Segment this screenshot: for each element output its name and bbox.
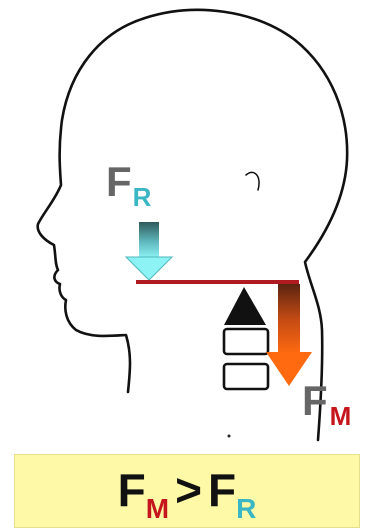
muscle-force-label: FM [302,377,351,431]
formula-left-main: F [118,464,146,516]
resistance-force-arrow [126,222,172,280]
muscle-force-arrow [266,284,312,386]
lever-beam [136,282,299,290]
vertebra-1 [224,329,268,354]
fulcrum-triangle-icon [224,287,266,325]
vertebra-2 [224,364,268,389]
muscle-force-subscript: M [330,401,352,431]
formula-right-main: F [208,464,236,516]
formula-text: FM>FR [118,467,257,513]
resistance-force-label: FR [106,158,152,212]
formula-operator: > [175,464,202,516]
formula-left-subscript: M [146,493,169,524]
resistance-force-subscript: R [133,182,152,212]
formula-right-subscript: R [236,493,256,524]
dot-mark [228,435,231,438]
formula-box: FM>FR [14,454,360,528]
head-outline [38,10,347,440]
ear-detail [246,172,259,190]
